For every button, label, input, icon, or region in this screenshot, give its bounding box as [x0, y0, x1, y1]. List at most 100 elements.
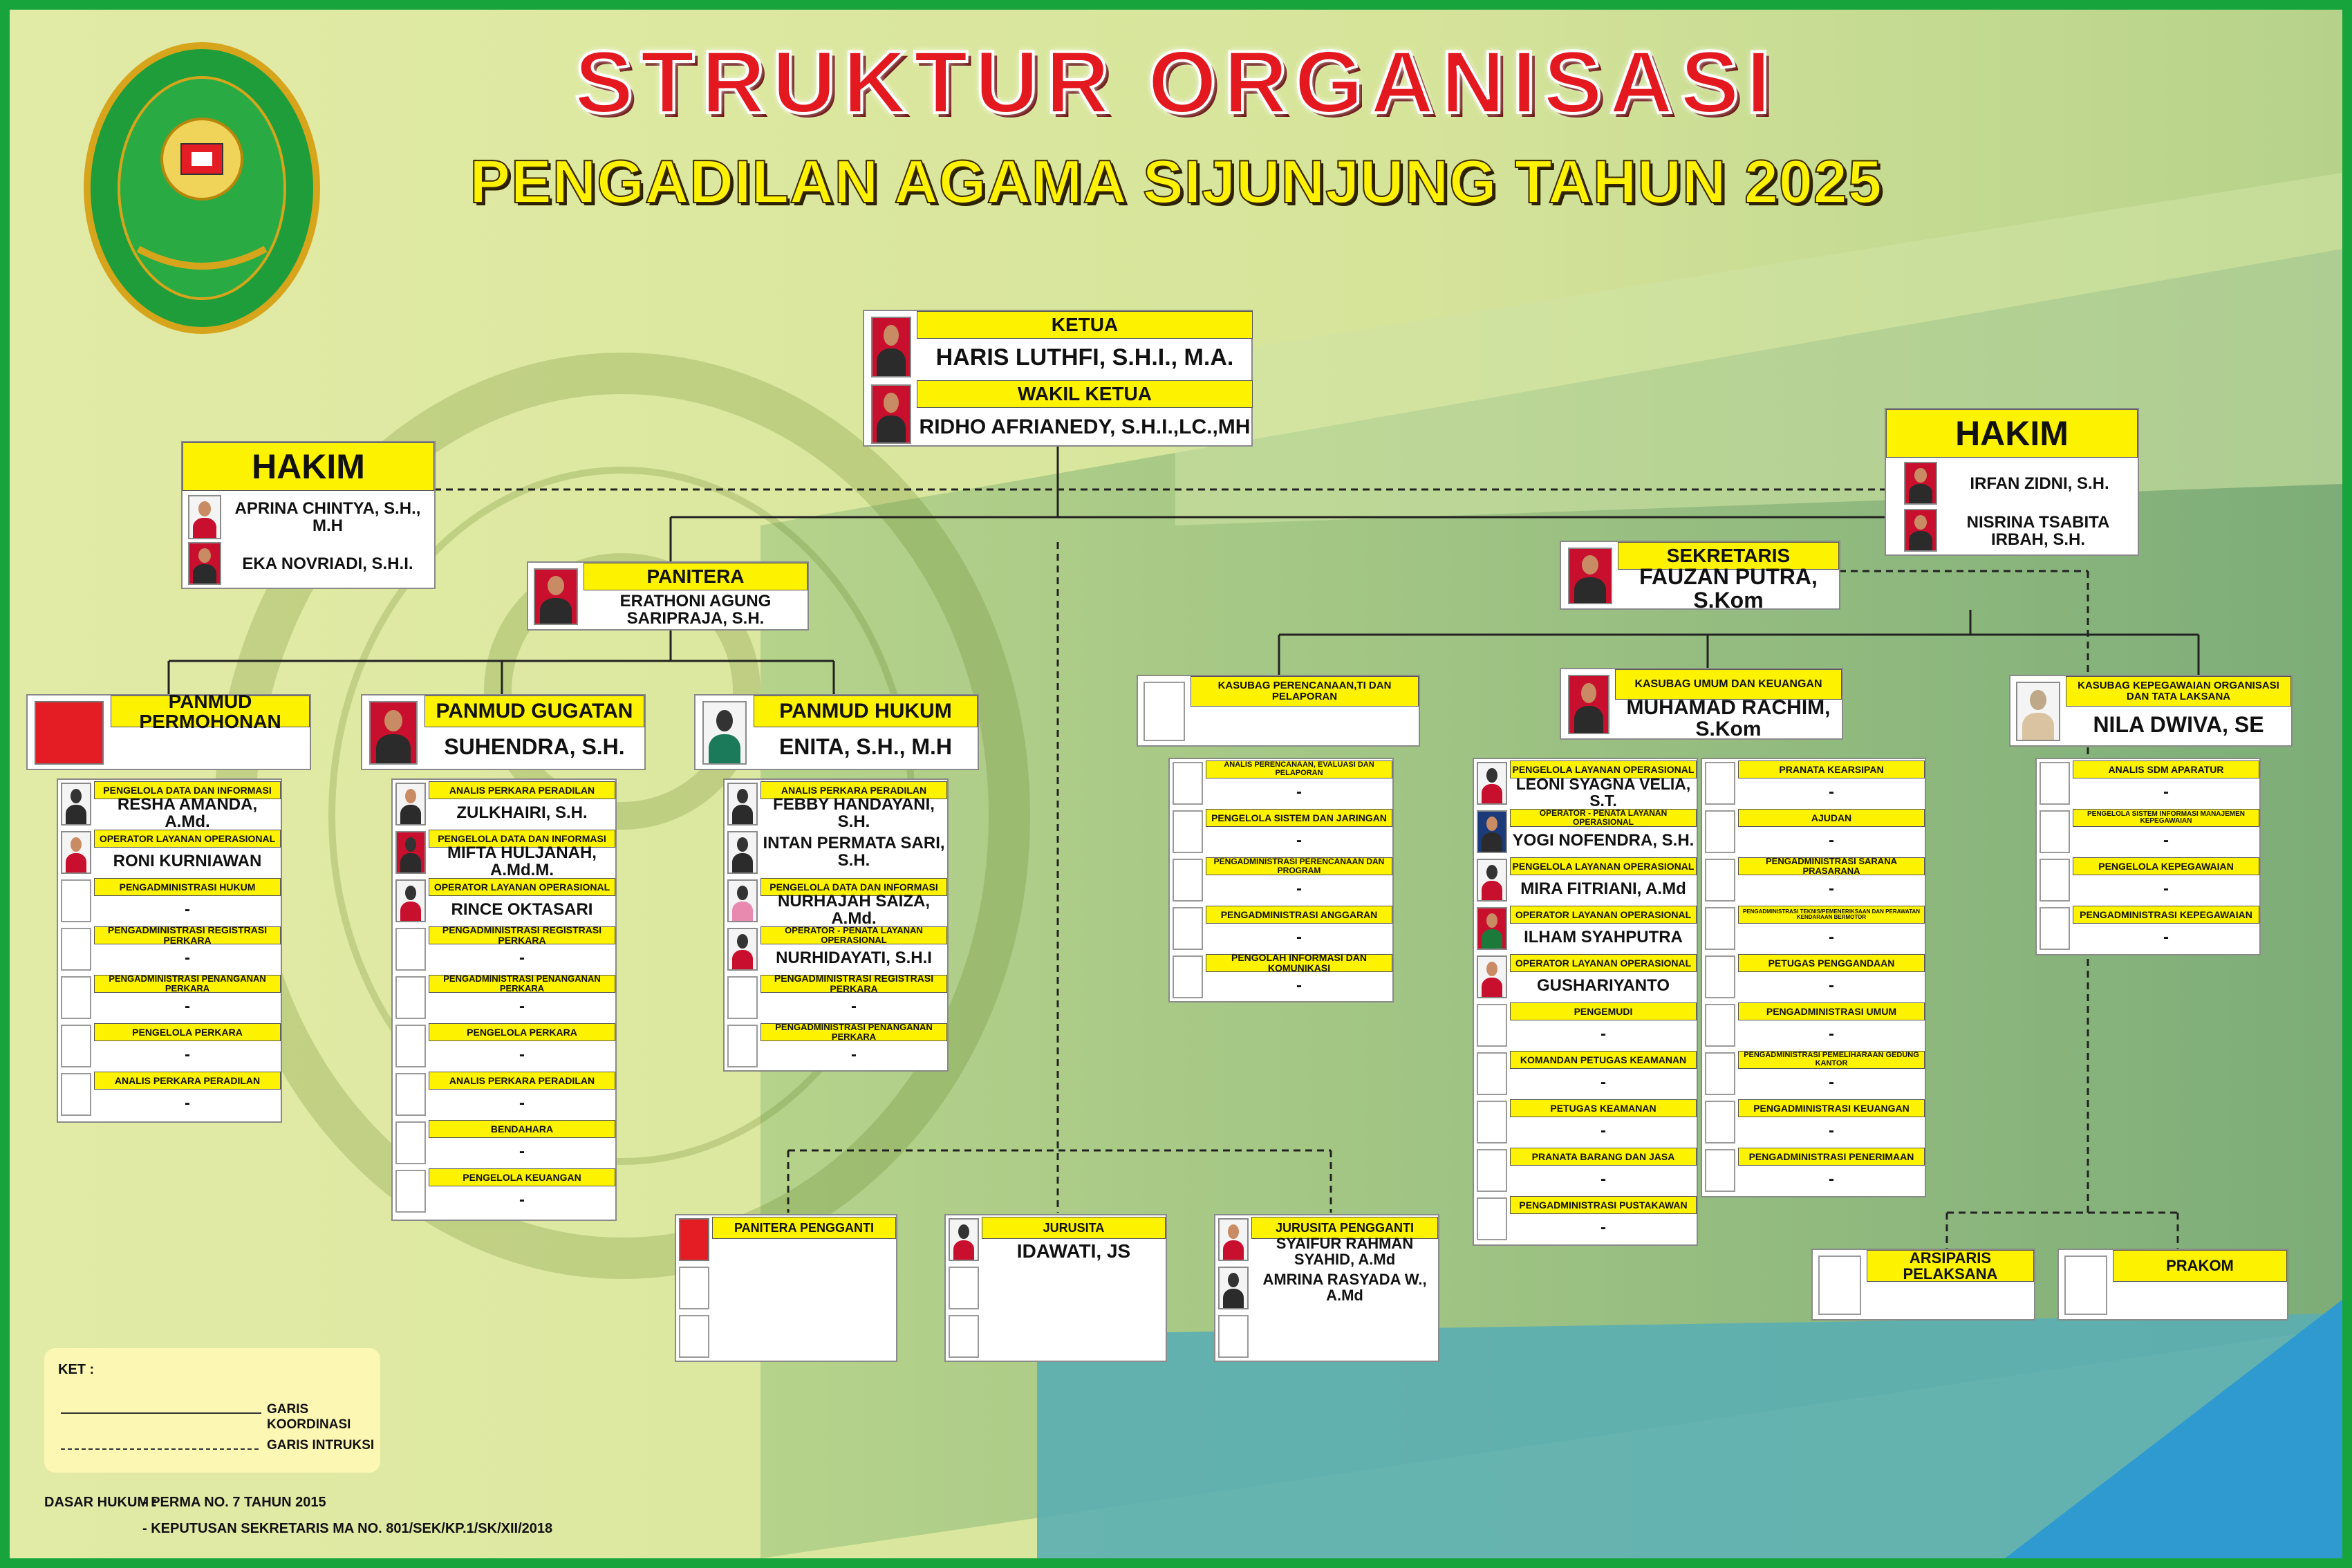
page-title: STRUKTUR ORGANISASI [573, 32, 1778, 133]
staff-photo-empty [1173, 762, 1203, 805]
staff-name: - [2163, 879, 2169, 899]
staff-role: ANALIS SDM APARATUR [2073, 760, 2259, 778]
legal-basis-label: DASAR HUKUM : [44, 1495, 158, 1510]
staff-name: - [519, 1045, 525, 1065]
staff-role: PENGELOLA KEUANGAN [429, 1168, 615, 1186]
jurusita-pengganti-name-1: SYAIFUR RAHMAN SYAHID, A.Md [1276, 1234, 1414, 1268]
staff-role: OPERATOR LAYANAN OPERASIONAL [1510, 954, 1697, 972]
staff-name: - [519, 1191, 525, 1210]
staff-name: - [1829, 976, 1834, 996]
staff-photo-empty [395, 928, 426, 971]
staff-photo-empty [395, 1170, 426, 1213]
staff-role: PENGADMINISTRASI PUSTAKAWAN [1510, 1196, 1697, 1214]
staff-photo-empty [395, 976, 426, 1019]
panmud-permohonan-label: PANMUD PERMOHONAN [111, 691, 310, 731]
kasubag-perencanaan-label: KASUBAG PERENCANAAN,TI DAN PELAPORAN [1191, 676, 1419, 707]
hakim-left-name-1: APRINA CHINTYA, S.H., M.H [234, 498, 421, 535]
legend-title: KET : [58, 1362, 95, 1377]
legend: KET : GARIS KOORDINASI GARIS INTRUKSI [44, 1348, 380, 1473]
staff-name: - [1829, 783, 1834, 802]
staff-role: PENGELOLA LAYANAN OPERASIONAL [1510, 760, 1697, 778]
staff-name: - [185, 1094, 190, 1113]
hakim-right-name-1: IRFAN ZIDNI, S.H. [1970, 474, 2109, 494]
staff-photo-empty [1173, 907, 1203, 950]
staff-name: LEONI SYAGNA VELIA, S.T. [1515, 774, 1691, 810]
staff-photo-empty [1705, 1101, 1735, 1144]
wakil-name: RIDHO AFRIANEDY, S.H.I.,LC.,MH [919, 416, 1251, 439]
panitera-photo [534, 568, 578, 625]
panmud-permohonan-name [111, 727, 310, 767]
staff-name: YOGI NOFENDRA, S.H. [1512, 831, 1695, 850]
panitera-name: ERATHONI AGUNG SARIPRAJA, S.H. [619, 591, 772, 628]
kasubag-umum-name: MUHAMAD RACHIM, S.Kom [1626, 696, 1831, 740]
staff-photo-empty [727, 1025, 758, 1067]
prakom-box: PRAKOM [2057, 1249, 2288, 1320]
hakim-left-box: HAKIM APRINA CHINTYA, S.H., M.H EKA NOVR… [181, 441, 436, 589]
staff-name: - [1829, 831, 1834, 850]
staff-photo-empty [1705, 1149, 1735, 1192]
staff-photo-empty [2040, 810, 2070, 853]
staff-role: OPERATOR - PENATA LAYANAN OPERASIONAL [1510, 809, 1697, 827]
kasubag-perencanaan-photo [1144, 682, 1185, 741]
staff-name: RONI KURNIAWAN [113, 852, 262, 871]
staff-name: ZULKHAIRI, S.H. [456, 803, 588, 823]
hukum-staff-list: ANALIS PERKARA PERADILAN FEBBY HANDAYANI… [723, 778, 949, 1072]
legal-basis-item-1: - PERMA NO. 7 TAHUN 2015 [142, 1495, 326, 1510]
panitera-pengganti-box: PANITERA PENGGANTI [675, 1214, 897, 1362]
staff-role: PENGADMINISTRASI KEPEGAWAIAN [2073, 906, 2259, 924]
staff-name: - [2163, 783, 2169, 802]
staff-role: ANALIS PERKARA PERADILAN [94, 1072, 281, 1090]
panitera-pengganti-photo [679, 1218, 709, 1261]
staff-name: - [1829, 1073, 1834, 1092]
staff-name: MIRA FITRIANI, A.Md [1520, 879, 1686, 899]
staff-name: - [519, 1142, 525, 1161]
staff-role: PRANATA KEARSIPAN [1738, 760, 1925, 778]
panmud-hukum-label: PANMUD HUKUM [754, 696, 978, 727]
staff-photo-empty [395, 1073, 426, 1116]
staff-photo-empty [1477, 1052, 1507, 1095]
jurusita-label: JURUSITA [982, 1217, 1166, 1239]
kasubag-kepegawaian-photo [2016, 682, 2060, 741]
panitera-box: PANITERA ERATHONI AGUNG SARIPRAJA, S.H. [527, 561, 809, 631]
jurusita-photo [949, 1218, 979, 1261]
staff-photo-empty [1705, 859, 1735, 902]
sekretaris-label: SEKRETARIS [1618, 542, 1839, 570]
staff-role: PENGELOLA SISTEM INFORMASI MANAJEMEN KEP… [2073, 809, 2259, 827]
legend-coordination: GARIS KOORDINASI [267, 1402, 351, 1432]
court-logo [84, 42, 320, 334]
staff-name: - [2163, 928, 2169, 947]
staff-name: - [2163, 831, 2169, 850]
staff-photo-empty [727, 976, 758, 1019]
staff-photo [395, 783, 426, 825]
staff-photo-empty [1477, 1197, 1507, 1240]
staff-role: PENGELOLA PERKARA [429, 1023, 615, 1041]
staff-role: PENGADMINISTRASI REGISTRASI PERKARA [429, 925, 615, 945]
staff-name: - [519, 997, 525, 1016]
staff-name: RINCE OKTASARI [451, 900, 593, 920]
staff-role: PENGADMINISTRASI REGISTRASI PERKARA [94, 925, 281, 945]
staff-name: - [1829, 1121, 1834, 1141]
jurusita-pengganti-photo-1 [1218, 1218, 1249, 1261]
staff-role: PENGADMINISTRASI TEKNIS/PEMENERIKSAAN DA… [1738, 906, 1925, 924]
hakim-right-photo-2 [1904, 509, 1937, 552]
ketua-photo [871, 317, 911, 377]
staff-role: PENGELOLA DATA DAN INFORMASI [760, 878, 947, 896]
hakim-right-box: HAKIM IRFAN ZIDNI, S.H. NISRINA TSABITA … [1885, 408, 2139, 556]
jurusita-pengganti-box: JURUSITA PENGGANTI SYAIFUR RAHMAN SYAHID… [1214, 1214, 1439, 1362]
staff-photo-empty [61, 928, 91, 971]
staff-photo-empty [1705, 1004, 1735, 1047]
staff-name: ILHAM SYAHPUTRA [1524, 928, 1683, 947]
umum-staff-list-1: PENGELOLA LAYANAN OPERASIONAL LEONI SYAG… [1473, 758, 1698, 1246]
staff-name: - [1600, 1073, 1606, 1092]
staff-name: - [1296, 879, 1302, 899]
staff-photo-empty [61, 879, 91, 922]
staff-photo-empty [1173, 859, 1203, 902]
staff-role: PENGADMINISTRASI UMUM [1738, 1002, 1925, 1020]
arsiparis-box: ARSIPARIS PELAKSANA [1811, 1249, 2035, 1320]
staff-photo [727, 831, 758, 874]
hakim-left-name-2: EKA NOVRIADI, S.H.I. [242, 554, 413, 574]
staff-name: - [519, 1094, 525, 1113]
staff-photo [1477, 810, 1507, 853]
staff-role: PENGELOLA KEPEGAWAIAN [2073, 857, 2259, 875]
staff-role: PENGADMINISTRASI PEMELIHARAAN GEDUNG KAN… [1738, 1051, 1925, 1069]
